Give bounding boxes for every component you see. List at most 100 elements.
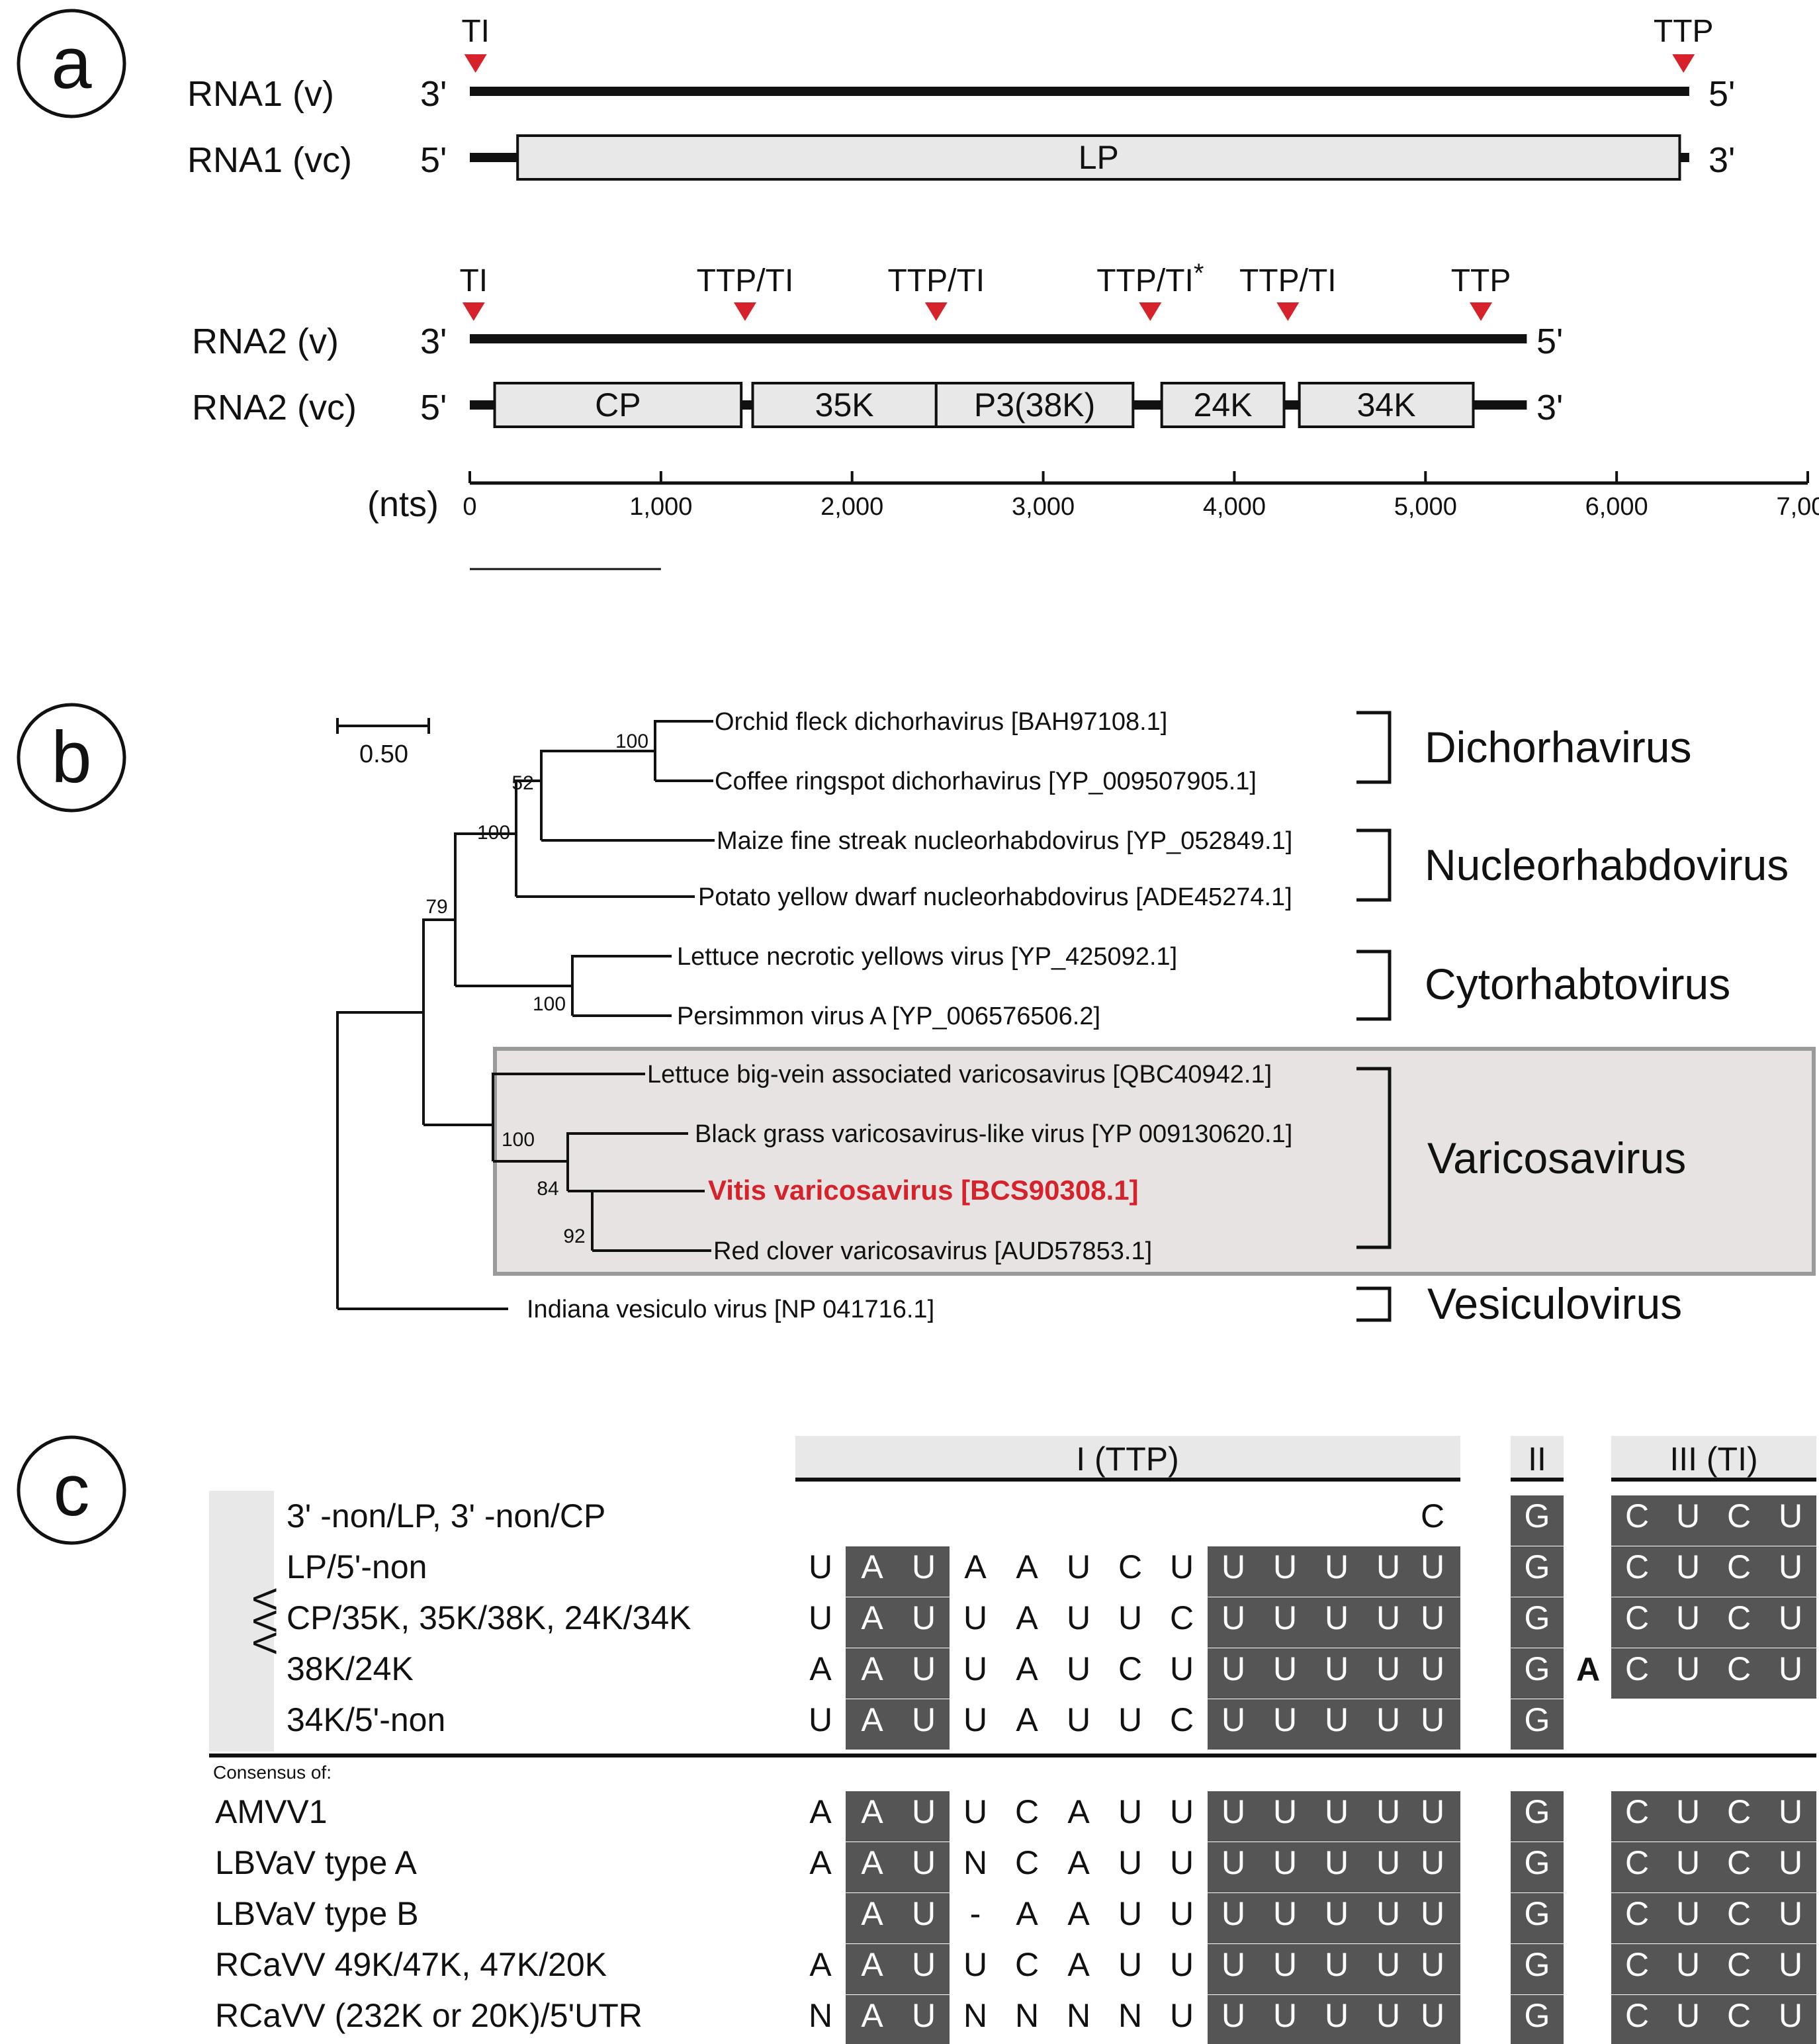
base: U	[1325, 1997, 1349, 2034]
conserved-block-au	[846, 1648, 950, 1699]
region-1-header: I (TTP)	[1076, 1441, 1179, 1478]
orf-label: 24K	[1194, 386, 1253, 423]
base: U	[1067, 1701, 1090, 1738]
signal-marker	[1276, 302, 1300, 321]
base: U	[1421, 1599, 1444, 1636]
axis-tick-label: 7,000	[1776, 493, 1819, 521]
vvv-label: VVV	[246, 1588, 283, 1655]
base: N	[963, 1997, 987, 2034]
region-1-header-bg	[795, 1436, 1460, 1478]
base: U	[1421, 1946, 1444, 1983]
conserved-block-cucu	[1611, 1495, 1816, 1546]
base: A	[1067, 1793, 1090, 1830]
base: U	[912, 1650, 936, 1687]
base: U	[1325, 1548, 1349, 1585]
varicosavirus-clade-box	[493, 1047, 1816, 1276]
taxon-label: Black grass varicosavirus-like virus [YP…	[695, 1120, 1292, 1148]
panel-b: b 0.50	[17, 703, 1816, 1328]
base: G	[1525, 1793, 1550, 1830]
base: A	[809, 1650, 832, 1687]
base: U	[1421, 1895, 1444, 1932]
base: U	[1273, 1650, 1297, 1687]
base: U	[1273, 1946, 1297, 1983]
conserved-block-g	[1511, 1699, 1564, 1750]
base: U	[1779, 1895, 1802, 1932]
conserved-block-g	[1511, 1648, 1564, 1699]
base: A	[1016, 1548, 1038, 1585]
conserved-block-au	[846, 1597, 950, 1648]
genus-label: Dichorhavirus	[1425, 723, 1691, 772]
signal-marker-label: TTP/TI	[1239, 263, 1337, 298]
base: U	[1376, 1701, 1400, 1738]
signal-marker-label: TTP/TI*	[1096, 259, 1204, 298]
base: U	[1118, 1793, 1142, 1830]
conserved-block-au	[846, 1842, 950, 1892]
base: U	[1325, 1701, 1349, 1738]
axis-tick-label: 0	[463, 493, 476, 521]
bootstrap-value: 100	[533, 993, 566, 1015]
base: U	[1376, 1599, 1400, 1636]
orf-box	[934, 382, 1135, 428]
panel-c: c I (TTP) II III (TI) VVV Consensus of: …	[17, 1435, 1816, 2044]
genus-label: Varicosavirus	[1427, 1133, 1686, 1182]
conserved-block-g	[1511, 1995, 1564, 2044]
base: U	[1273, 1997, 1297, 2034]
base: A	[809, 1946, 832, 1983]
base: U	[963, 1701, 987, 1738]
base: C	[1118, 1650, 1142, 1687]
base: C	[1118, 1548, 1142, 1585]
base: A	[1016, 1650, 1038, 1687]
orf-label: 35K	[815, 386, 874, 423]
base: G	[1525, 1650, 1550, 1687]
base: U	[809, 1599, 832, 1636]
conserved-block-au	[846, 1893, 950, 1943]
base: C	[1727, 1650, 1751, 1687]
region-2-header: II	[1528, 1441, 1546, 1478]
conserved-block-polyu	[1208, 1546, 1460, 1597]
orf-box	[1298, 382, 1475, 428]
tree-scale-label: 0.50	[359, 740, 408, 768]
base: U	[809, 1548, 832, 1585]
base: U	[1325, 1793, 1349, 1830]
taxon-label: Orchid fleck dichorhavirus [BAH97108.1]	[715, 708, 1167, 736]
base: N	[1015, 1997, 1039, 2034]
conserved-block-au	[846, 1944, 950, 1994]
vvv-band	[209, 1491, 274, 1752]
base: C	[1625, 1650, 1649, 1687]
base: U	[1376, 1946, 1400, 1983]
conserved-block-polyu	[1208, 1648, 1460, 1699]
base: U	[1325, 1895, 1349, 1932]
rna2-vc-label: RNA2 (vc)	[192, 388, 357, 427]
panel-b-letter: b	[51, 717, 91, 798]
base: A	[861, 1548, 883, 1585]
base: A	[964, 1548, 987, 1585]
base: U	[1221, 1946, 1245, 1983]
conserved-block-cucu	[1611, 1791, 1816, 1842]
base: G	[1525, 1497, 1550, 1534]
genus-label: Cytorhabtovirus	[1425, 959, 1730, 1008]
conserved-block-g	[1511, 1791, 1564, 1842]
conserved-block-polyu	[1208, 1699, 1460, 1750]
base: U	[1170, 1548, 1194, 1585]
sequence-row-label: 34K/5'-non	[287, 1701, 445, 1738]
sequence-row-label: AMVV1	[215, 1793, 328, 1830]
orf-label: LP	[1079, 139, 1119, 176]
taxon-label: Maize fine streak nucleorhabdovirus [YP_…	[717, 827, 1292, 855]
conserved-block-cucu	[1611, 1546, 1816, 1597]
bootstrap-value: 100	[615, 731, 648, 752]
axis-tick-label: 4,000	[1203, 493, 1266, 521]
conserved-block-cucu	[1611, 1842, 1816, 1892]
base: A	[861, 1895, 883, 1932]
orf-label: 34K	[1357, 386, 1416, 423]
panel-a-circle	[17, 9, 126, 118]
consensus-label: Consensus of:	[213, 1762, 332, 1783]
tree-branches	[336, 720, 715, 1310]
conserved-block-g	[1511, 1893, 1564, 1943]
sequence-row-label: LBVaV type B	[215, 1895, 419, 1932]
base: -	[970, 1895, 981, 1932]
conserved-block-au	[846, 1546, 950, 1597]
